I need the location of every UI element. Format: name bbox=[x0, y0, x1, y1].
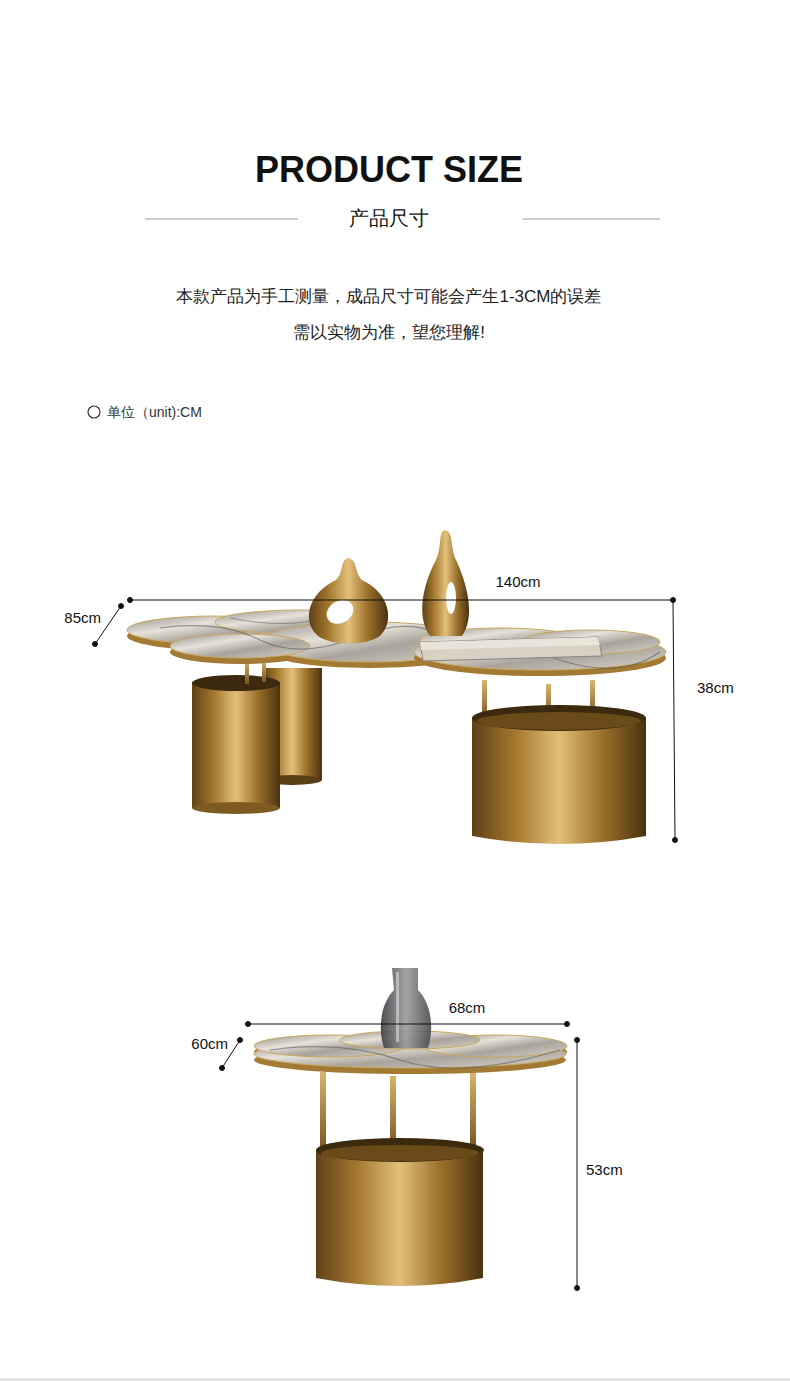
illustration-shape bbox=[673, 600, 675, 840]
bottom-rule bbox=[0, 1378, 790, 1381]
illustration-shape bbox=[170, 634, 310, 658]
illustration-shape bbox=[192, 675, 280, 691]
dimension: 38cm bbox=[697, 679, 734, 697]
illustration-shape bbox=[472, 705, 646, 731]
illustration-shape bbox=[316, 1138, 484, 1162]
illustration-shape bbox=[477, 712, 641, 730]
illustration-shape bbox=[119, 604, 124, 609]
dimension: 60cm bbox=[191, 1035, 228, 1053]
illustration-shape bbox=[565, 1022, 570, 1027]
illustration-shape bbox=[192, 802, 280, 814]
dimension: 68cm bbox=[449, 999, 486, 1017]
illustration-shape bbox=[88, 406, 100, 418]
dimension-lines bbox=[93, 598, 678, 843]
illustration-shape bbox=[246, 1022, 251, 1027]
illustration-shape bbox=[238, 1038, 243, 1043]
illustration-shape bbox=[446, 582, 456, 614]
illustration-shape bbox=[248, 1024, 567, 1025]
illustration-shape bbox=[145, 219, 298, 220]
illustration-shape bbox=[321, 1145, 479, 1161]
illustration-shape bbox=[128, 598, 133, 603]
illustration-shape bbox=[420, 637, 602, 661]
illustration-shape bbox=[577, 1040, 578, 1288]
illustration-shape bbox=[472, 718, 646, 844]
illustration-shape bbox=[396, 972, 399, 1042]
illustration-shape bbox=[316, 1150, 483, 1286]
subtitle: 产品尺寸 bbox=[349, 206, 429, 230]
dimension-lines bbox=[220, 1022, 580, 1291]
side-table bbox=[254, 968, 567, 1286]
illustration-shape bbox=[422, 530, 469, 636]
unit-note: 单位（unit):CM bbox=[107, 404, 202, 421]
illustration-shape bbox=[130, 600, 673, 601]
illustration-shape bbox=[93, 642, 98, 647]
note: 本款产品为手工测量，成品尺寸可能会产生1-3CM的误差 bbox=[176, 287, 601, 307]
illustration-shape bbox=[309, 558, 388, 644]
illustration-shape bbox=[673, 838, 678, 843]
illustration-shape bbox=[160, 626, 460, 649]
header-rules bbox=[88, 219, 660, 418]
illustration-shape bbox=[320, 1072, 326, 1150]
illustration-shape bbox=[420, 637, 600, 650]
illustration-shape bbox=[523, 219, 660, 220]
dimension: 140cm bbox=[495, 573, 540, 591]
illustration-shape bbox=[470, 1072, 476, 1150]
illustration-shape bbox=[220, 1066, 225, 1071]
dimension: 85cm bbox=[64, 609, 101, 627]
coffee-table bbox=[127, 530, 666, 844]
dimension: 53cm bbox=[586, 1161, 623, 1179]
illustration-shape bbox=[575, 1038, 580, 1043]
illustration-shape bbox=[381, 968, 431, 1048]
note: 需以实物为准，望您理解! bbox=[293, 323, 485, 343]
illustration-shape bbox=[192, 682, 280, 808]
page-title: PRODUCT SIZE bbox=[255, 148, 523, 191]
illustration-shape bbox=[270, 1047, 560, 1068]
illustration-shape bbox=[575, 1286, 580, 1291]
